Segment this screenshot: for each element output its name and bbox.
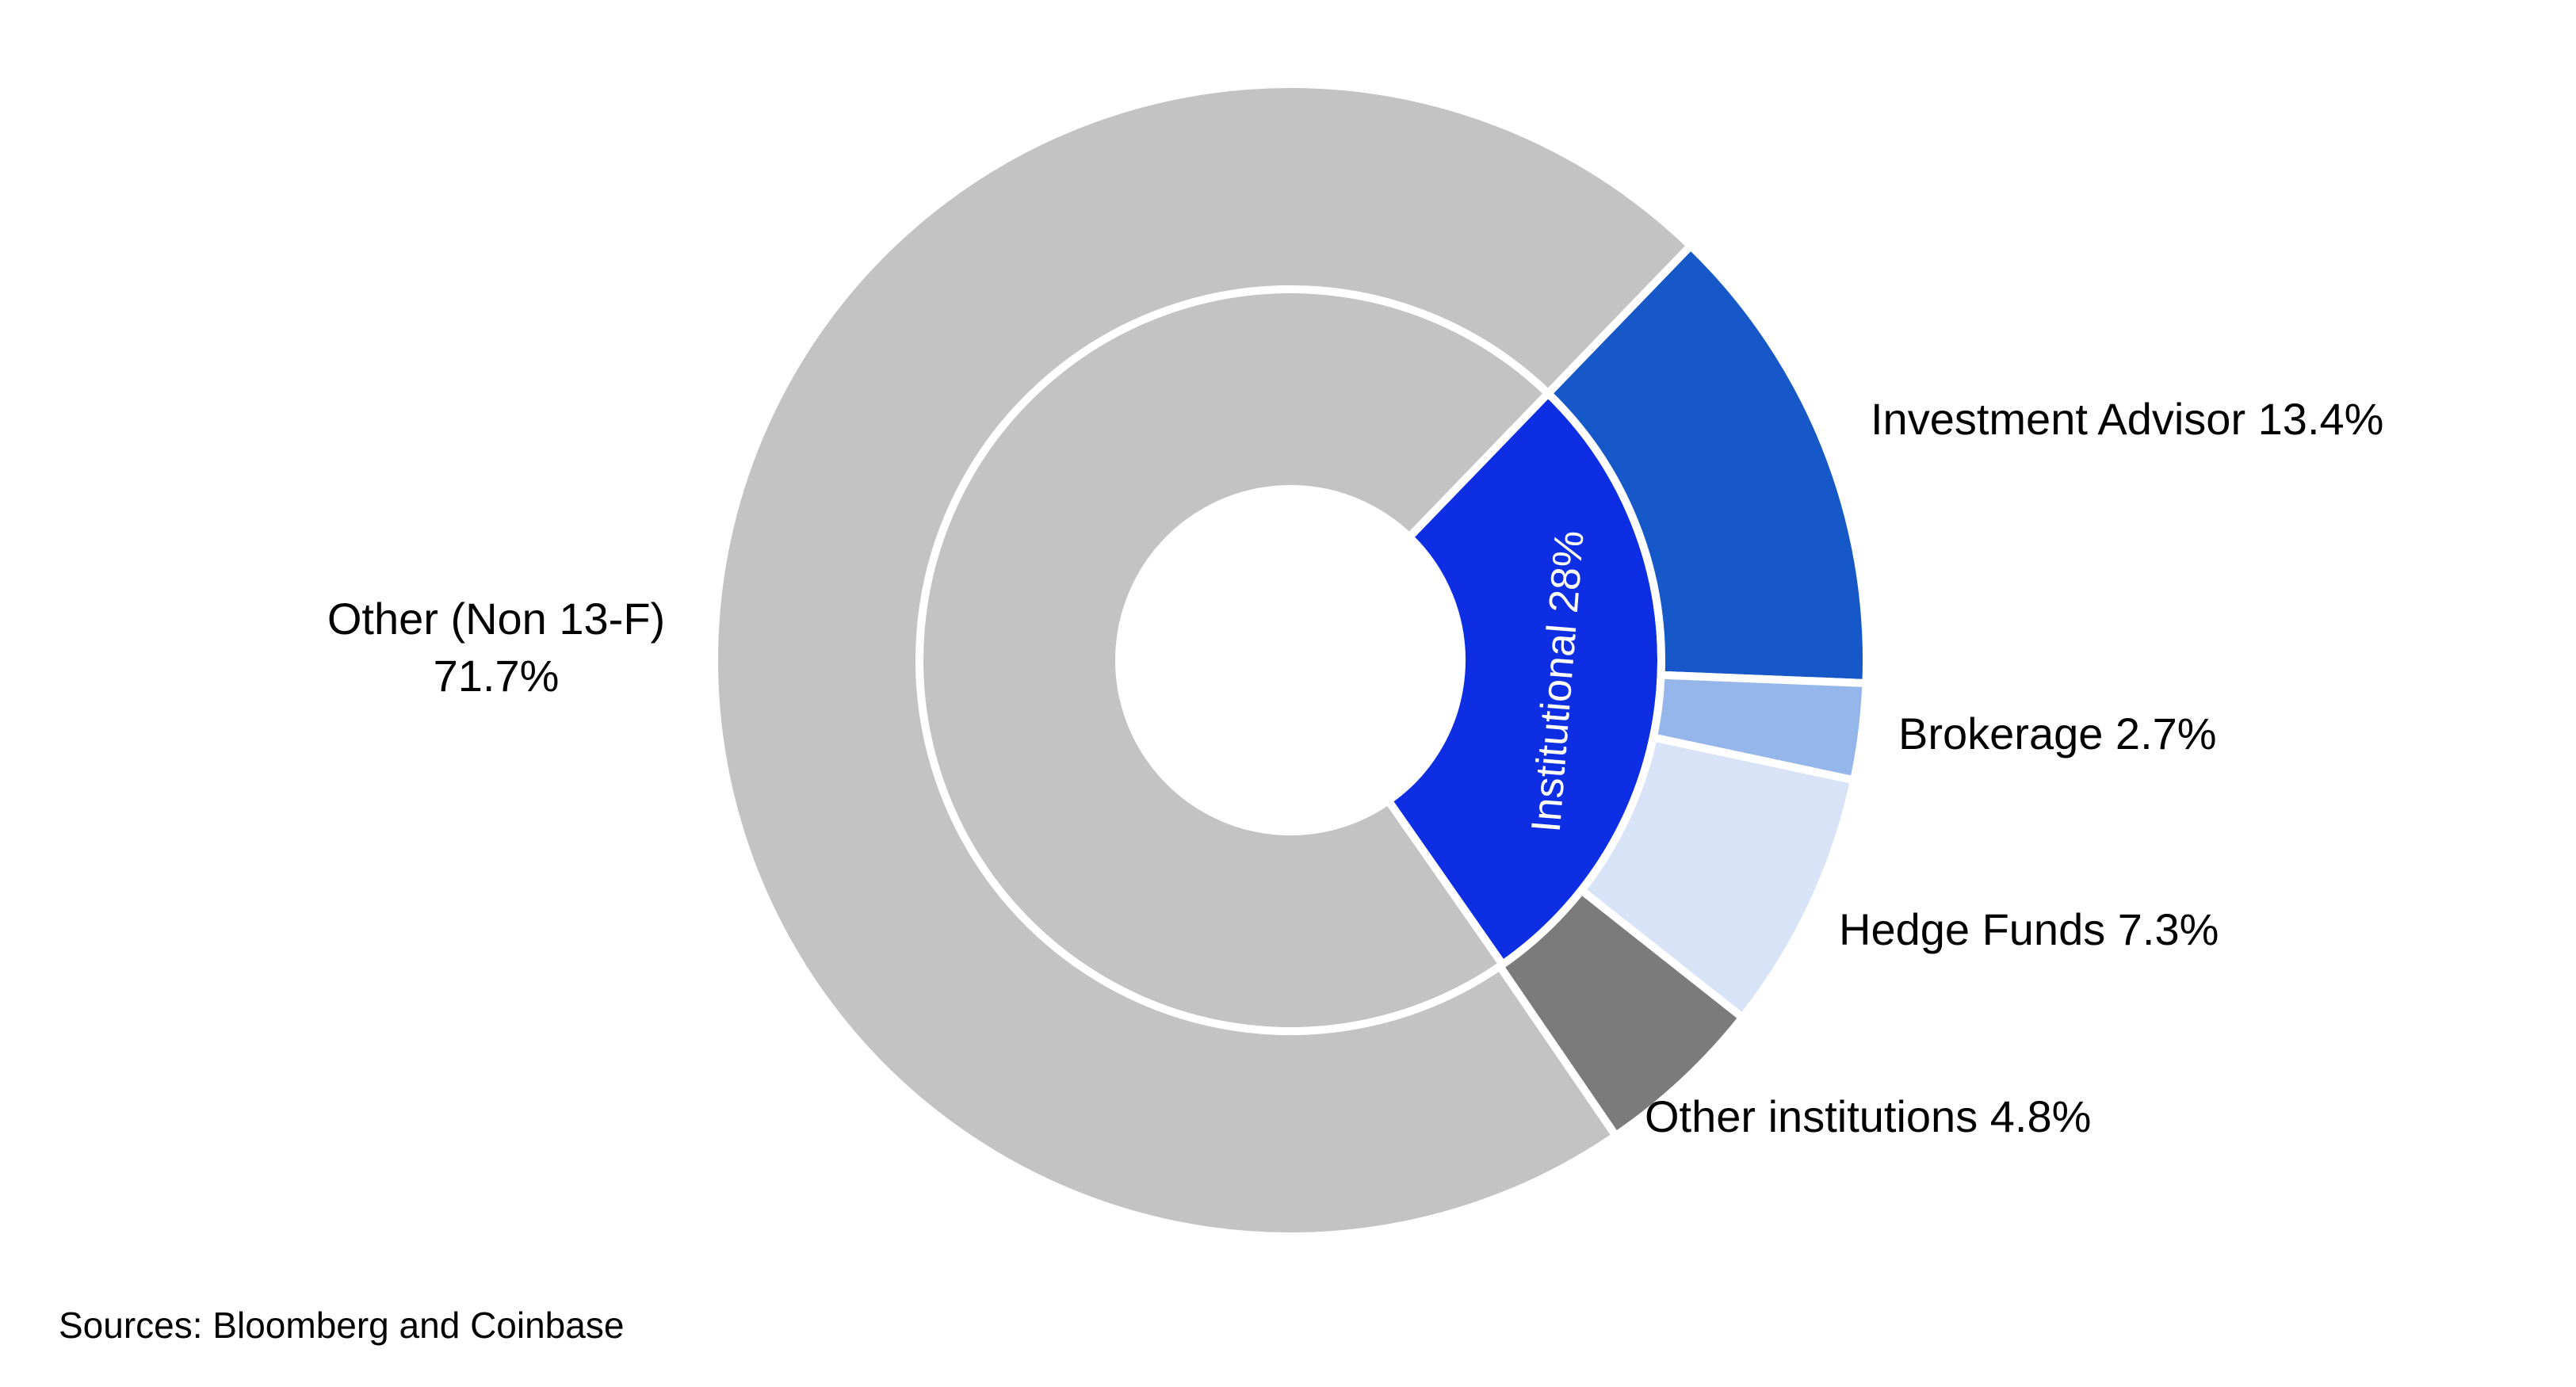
label-brokerage: Brokerage 2.7% [1898, 709, 2217, 758]
label-investment-advisor: Investment Advisor 13.4% [1871, 394, 2383, 444]
label-other-institutions: Other institutions 4.8% [1645, 1091, 2091, 1141]
label-hedge-funds: Hedge Funds 7.3% [1839, 904, 2219, 954]
segment-outer-other-non-13-f [710, 80, 1697, 1240]
source-note: Sources: Bloomberg and Coinbase [59, 1305, 624, 1346]
label-other-non13f-line2: 71.7% [434, 651, 560, 701]
donut-segments [710, 80, 1871, 1240]
label-other-non13f-line1: Other (Non 13-F) [327, 594, 665, 644]
segment-outer-investment-advisor [1542, 239, 1871, 688]
